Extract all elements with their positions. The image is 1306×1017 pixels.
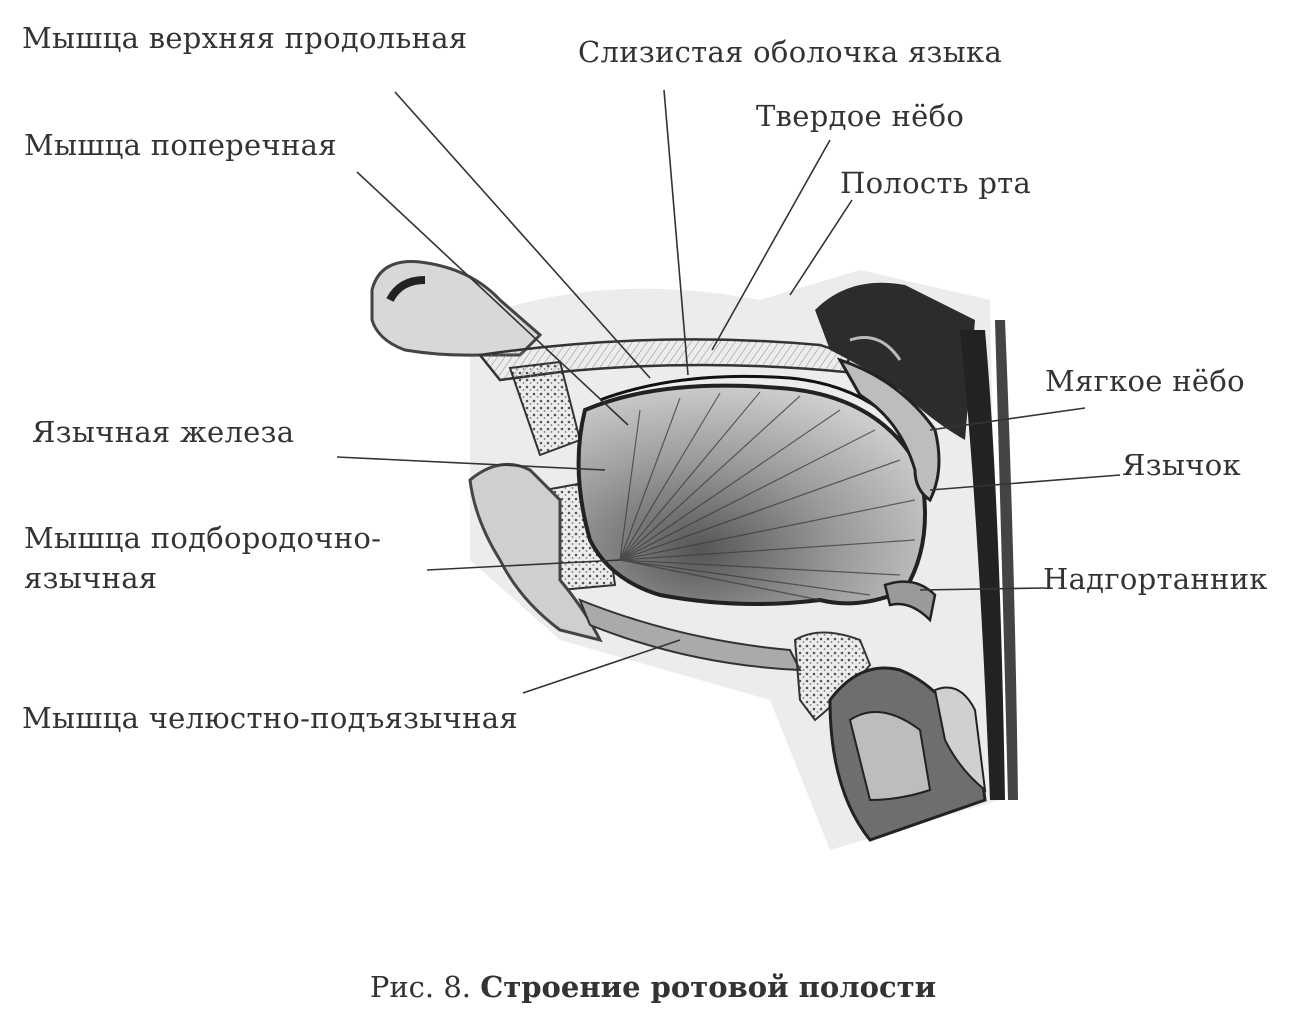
figure-caption: Рис. 8. Строение ротовой полости <box>0 970 1306 1004</box>
leader-oral-cavity <box>789 199 853 296</box>
leader-upper-longitudinal <box>394 91 651 379</box>
pharyngeal-wall <box>960 330 1005 800</box>
label-oral-cavity: Полость рта <box>840 166 1032 200</box>
leader-lines <box>336 89 1121 694</box>
soft-palate <box>836 357 941 503</box>
label-genioglossus-line1: Мышца подбородочно- <box>24 521 382 555</box>
leader-soft-palate <box>929 407 1086 431</box>
nasopharynx <box>815 282 975 440</box>
epiglottis <box>883 580 937 623</box>
leader-hard-palate <box>711 139 831 351</box>
label-epiglottis: Надгортанник <box>1043 562 1268 596</box>
leader-uvula <box>929 474 1121 491</box>
label-genioglossus-line2: язычная <box>24 561 158 595</box>
label-soft-palate: Мягкое нёбо <box>1045 364 1245 398</box>
label-mylohyoid-muscle: Мышца челюстно-подъязычная <box>22 701 518 735</box>
leader-lingual-gland <box>336 456 606 471</box>
label-lingual-gland: Язычная железа <box>32 415 295 449</box>
leader-epiglottis <box>919 587 1046 591</box>
leader-mucosa <box>663 89 689 376</box>
label-hard-palate: Твердое нёбо <box>756 99 965 133</box>
tongue-fibers <box>619 391 916 601</box>
label-transverse-muscle: Мышца поперечная <box>24 128 337 162</box>
label-uvula: Язычок <box>1122 448 1241 482</box>
label-upper-longitudinal-muscle: Мышца верхняя продольная <box>22 21 468 55</box>
leader-genioglossus <box>426 559 621 571</box>
leader-transverse <box>356 171 629 426</box>
leader-mylohyoid <box>522 639 681 694</box>
caption-title: Строение ротовой полости <box>480 970 937 1004</box>
tongue <box>576 383 927 606</box>
caption-prefix: Рис. 8. <box>369 970 472 1004</box>
label-tongue-mucosa: Слизистая оболочка языка <box>578 35 1003 69</box>
hyoid-bone <box>793 631 872 722</box>
